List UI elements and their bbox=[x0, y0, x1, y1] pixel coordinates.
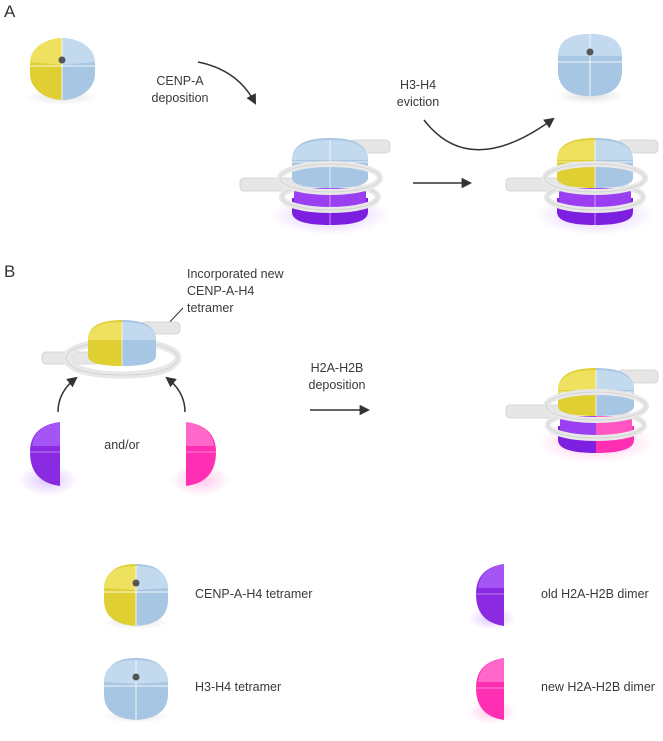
label-line: CENP-A bbox=[156, 74, 204, 88]
legend-cenp-a-h4-label: CENP-A-H4 tetramer bbox=[195, 587, 313, 601]
legend-old-dimer-icon bbox=[468, 564, 516, 630]
legend-old-h2a-h2b-label: old H2A-H2B dimer bbox=[541, 587, 649, 601]
label-line: H2A-H2B bbox=[310, 361, 364, 375]
old-dimer-up-arrow bbox=[57, 376, 78, 413]
old-h2a-h2b-dimer-b bbox=[18, 422, 78, 496]
free-cenp-a-h4-tetramer bbox=[26, 37, 98, 105]
label-line: Incorporated new bbox=[187, 267, 284, 281]
label-line: CENP-A-H4 bbox=[187, 284, 255, 298]
label-line: eviction bbox=[396, 95, 440, 109]
legend-cenp-a-h4-icon bbox=[102, 564, 170, 629]
label-line: H3-H4 bbox=[399, 78, 437, 92]
cenp-a-deposition-arrow bbox=[197, 61, 256, 105]
new-dimer-up-arrow bbox=[165, 376, 186, 413]
nucleosome-cenp-a-old-dimers bbox=[505, 138, 659, 235]
panel-label-b: B bbox=[4, 262, 16, 281]
legend-h3-h4-label: H3-H4 tetramer bbox=[195, 680, 282, 694]
legend-new-dimer-icon bbox=[468, 658, 516, 724]
label-line: deposition bbox=[151, 91, 209, 105]
label-line: tetramer bbox=[187, 301, 234, 315]
cenp-a-deposition-label: CENP-A deposition bbox=[140, 73, 220, 107]
h3-h4-eviction-arrow bbox=[423, 117, 555, 151]
and-or-label: and/or bbox=[104, 438, 140, 452]
h3-h4-eviction-label: H3-H4 eviction bbox=[378, 77, 458, 111]
incorporated-cenp-a-h4-on-dna bbox=[41, 320, 182, 379]
legend-new-h2a-h2b-label: new H2A-H2B dimer bbox=[541, 680, 655, 694]
h2a-h2b-deposition-label: H2A-H2B deposition bbox=[292, 360, 382, 394]
incorporated-label: Incorporated new CENP-A-H4 tetramer bbox=[187, 266, 284, 317]
new-h2a-h2b-dimer-b bbox=[170, 422, 230, 496]
evicted-h3-h4-tetramer bbox=[554, 34, 626, 104]
panel-label-a: A bbox=[4, 2, 16, 21]
nucleosome-cenp-a-mixed-dimers bbox=[505, 368, 659, 463]
legend-h3-h4-icon bbox=[102, 658, 170, 723]
label-line: deposition bbox=[308, 378, 366, 392]
nucleosome-h3-old-dimers bbox=[239, 138, 391, 235]
